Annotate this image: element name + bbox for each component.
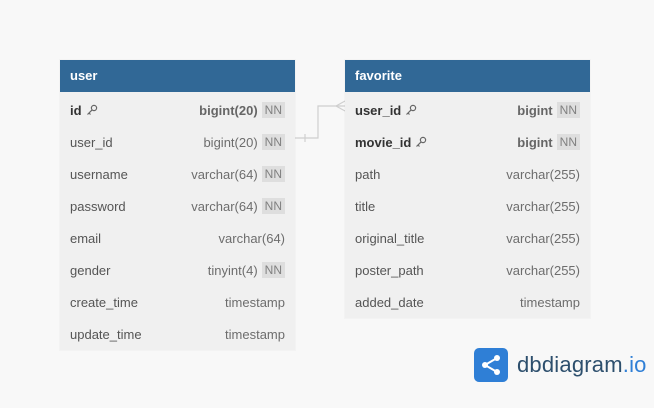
table-row[interactable]: id bigint(20)NN [60, 94, 295, 126]
field-type: varchar(64) [218, 230, 285, 246]
field-name: title [355, 198, 376, 214]
field-name: movie_id [355, 135, 427, 150]
field-type: varchar(64) [191, 198, 258, 214]
field-name: id [70, 103, 98, 118]
many-marker-top [335, 100, 346, 107]
table-header[interactable]: user [60, 60, 295, 92]
field-type: timestamp [225, 294, 285, 310]
field-type: varchar(255) [506, 262, 580, 278]
field-type: varchar(255) [506, 198, 580, 214]
field-type: bigint(20) [203, 134, 258, 150]
field-type: timestamp [225, 326, 285, 342]
not-null-badge: NN [261, 102, 285, 118]
table-row[interactable]: email varchar(64) [60, 222, 295, 254]
share-nodes-icon [474, 348, 508, 382]
field-name: path [355, 166, 381, 182]
table-row[interactable]: path varchar(255) [345, 158, 590, 190]
table-row[interactable]: added_date timestamp [345, 286, 590, 318]
field-type: varchar(255) [506, 166, 580, 182]
dbdiagram-logo[interactable]: dbdiagram.io [474, 348, 647, 382]
not-null-badge: NN [556, 134, 580, 150]
field-name: user_id [70, 134, 113, 150]
field-type: tinyint(4) [207, 262, 258, 278]
field-type: bigint [517, 134, 553, 150]
field-name: gender [70, 262, 111, 278]
field-type: varchar(255) [506, 230, 580, 246]
table-row[interactable]: create_time timestamp [60, 286, 295, 318]
key-icon [406, 104, 417, 115]
table-row[interactable]: user_id bigint(20)NN [60, 126, 295, 158]
field-name: username [70, 166, 128, 182]
many-marker-bottom [335, 105, 346, 112]
field-name: update_time [70, 326, 142, 342]
key-icon [86, 104, 97, 115]
table-user[interactable]: user id bigint(20)NN user_id bigint(20)N… [60, 60, 295, 350]
field-name: added_date [355, 294, 424, 310]
logo-text: dbdiagram.io [517, 352, 647, 377]
field-type: bigint(20) [199, 102, 258, 118]
table-header[interactable]: favorite [345, 60, 590, 92]
field-name: user_id [355, 103, 417, 118]
field-type: varchar(64) [191, 166, 258, 182]
not-null-badge: NN [261, 262, 285, 278]
table-row[interactable]: password varchar(64)NN [60, 190, 295, 222]
field-type: bigint [517, 102, 553, 118]
table-row[interactable]: username varchar(64)NN [60, 158, 295, 190]
table-row[interactable]: update_time timestamp [60, 318, 295, 350]
not-null-badge: NN [261, 134, 285, 150]
key-icon [416, 136, 427, 147]
table-row[interactable]: poster_path varchar(255) [345, 254, 590, 286]
field-type: timestamp [520, 294, 580, 310]
table-row[interactable]: gender tinyint(4)NN [60, 254, 295, 286]
not-null-badge: NN [261, 198, 285, 214]
field-name: create_time [70, 294, 138, 310]
field-name: email [70, 230, 102, 246]
field-name: poster_path [355, 262, 424, 278]
table-row[interactable]: title varchar(255) [345, 190, 590, 222]
field-name: password [70, 198, 126, 214]
not-null-badge: NN [261, 166, 285, 182]
field-name: original_title [355, 230, 425, 246]
not-null-badge: NN [556, 102, 580, 118]
table-row[interactable]: original_title varchar(255) [345, 222, 590, 254]
